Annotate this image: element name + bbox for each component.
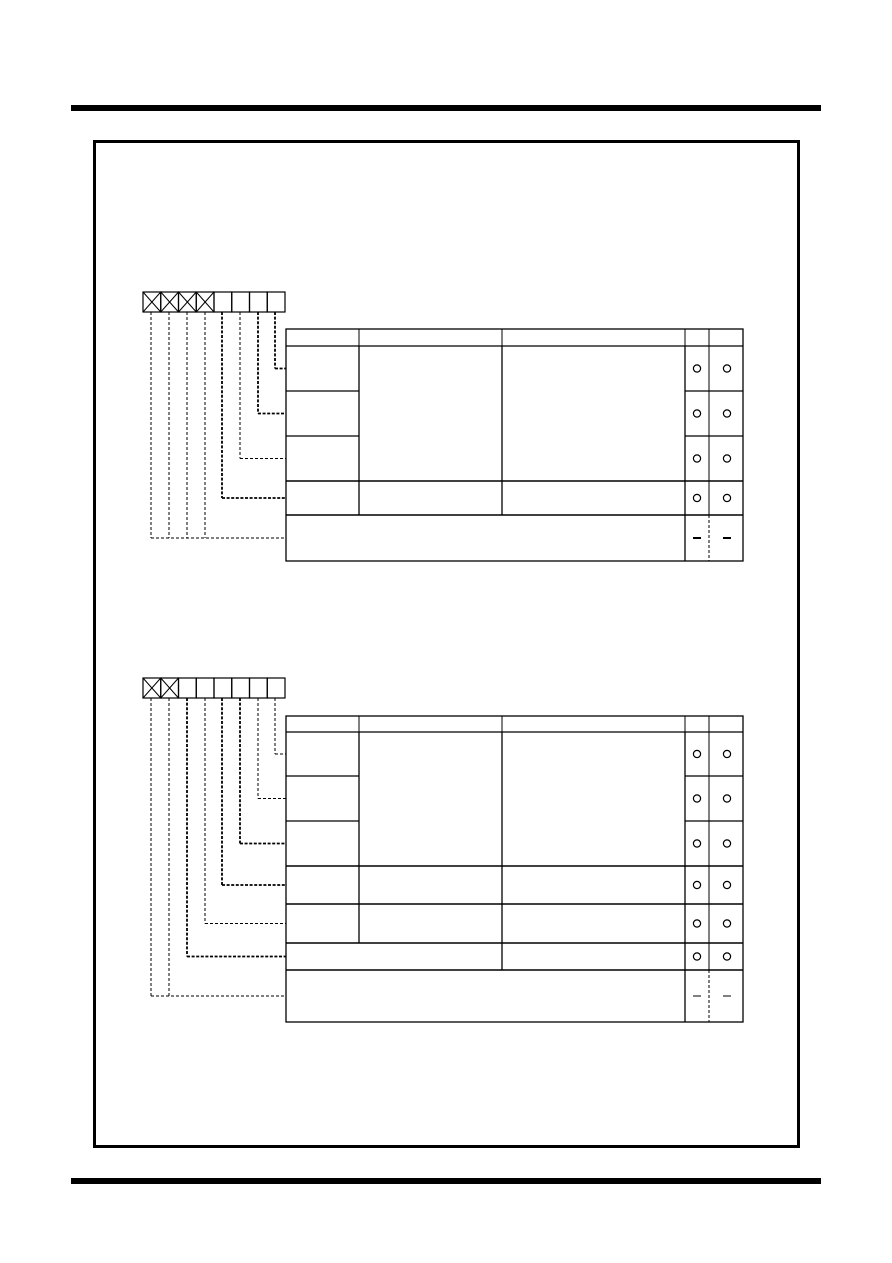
read-circle-icon xyxy=(692,794,702,803)
table-border xyxy=(285,715,744,1023)
table-row xyxy=(221,312,743,516)
bit-leader-line xyxy=(150,312,286,539)
bit-leader-line xyxy=(150,698,286,997)
bit-leader-line xyxy=(204,698,286,924)
read-circle-icon xyxy=(692,919,702,928)
table-row xyxy=(257,698,743,822)
write-circle-icon xyxy=(722,919,732,928)
bit-description-table xyxy=(150,312,744,562)
write-circle-icon xyxy=(722,880,732,890)
reserved-bit-cross xyxy=(195,291,215,313)
content-frame xyxy=(93,140,800,1148)
bit-leader-line xyxy=(239,312,286,459)
table-row xyxy=(274,698,743,777)
bit-leader-line xyxy=(257,312,286,415)
write-circle-icon xyxy=(722,839,732,848)
bit-cell xyxy=(231,291,251,313)
bit-leader-line xyxy=(221,312,286,499)
bit-leader-line xyxy=(257,698,286,799)
top-rule xyxy=(71,105,821,111)
table-row xyxy=(150,312,731,561)
reserved-bit-cross xyxy=(160,677,179,699)
read-circle-icon xyxy=(692,839,702,848)
read-circle-icon xyxy=(692,409,702,418)
bit-leader-line xyxy=(239,698,286,845)
bit-leader-line xyxy=(274,698,286,755)
bit-description-table xyxy=(150,698,744,1023)
write-circle-icon xyxy=(722,493,732,503)
table-row xyxy=(239,698,743,867)
table-row xyxy=(239,312,743,482)
reserved-bit-cross xyxy=(178,291,197,313)
table-row xyxy=(274,312,743,392)
reserved-bit-cross xyxy=(142,291,162,313)
bit-cell xyxy=(213,677,233,699)
table-row xyxy=(221,698,743,905)
read-circle-icon xyxy=(692,749,702,759)
reserved-bit-cross xyxy=(142,677,162,699)
table-border xyxy=(285,328,744,562)
read-circle-icon xyxy=(692,364,702,373)
write-circle-icon xyxy=(722,409,732,418)
read-circle-icon xyxy=(692,454,702,463)
read-circle-icon xyxy=(692,952,702,961)
write-circle-icon xyxy=(722,794,732,803)
bit-field-strip xyxy=(142,677,286,699)
write-circle-icon xyxy=(722,454,732,463)
write-circle-icon xyxy=(722,364,732,373)
bit-leader-line xyxy=(186,698,286,958)
bit-field-strip xyxy=(142,291,286,313)
write-circle-icon xyxy=(722,952,732,961)
bit-cell xyxy=(195,677,215,699)
bit-cell xyxy=(177,677,197,699)
reserved-bit-cross xyxy=(160,291,179,313)
bit-leader-line xyxy=(274,312,286,370)
table-row xyxy=(257,312,743,437)
register-diagram-1 xyxy=(142,291,744,562)
bit-cell xyxy=(266,677,286,699)
write-circle-icon xyxy=(722,749,732,759)
bit-cell xyxy=(231,677,251,699)
read-circle-icon xyxy=(692,493,702,503)
table-row xyxy=(150,698,731,1022)
table-row xyxy=(186,698,743,971)
table-row xyxy=(204,698,743,944)
bit-cell xyxy=(248,677,268,699)
bit-cell xyxy=(213,291,233,313)
bit-leader-line xyxy=(221,698,286,886)
bit-cell xyxy=(266,291,286,313)
bottom-rule xyxy=(71,1178,821,1184)
bit-cell xyxy=(248,291,268,313)
register-diagram-2 xyxy=(142,677,744,1023)
read-circle-icon xyxy=(692,880,702,890)
